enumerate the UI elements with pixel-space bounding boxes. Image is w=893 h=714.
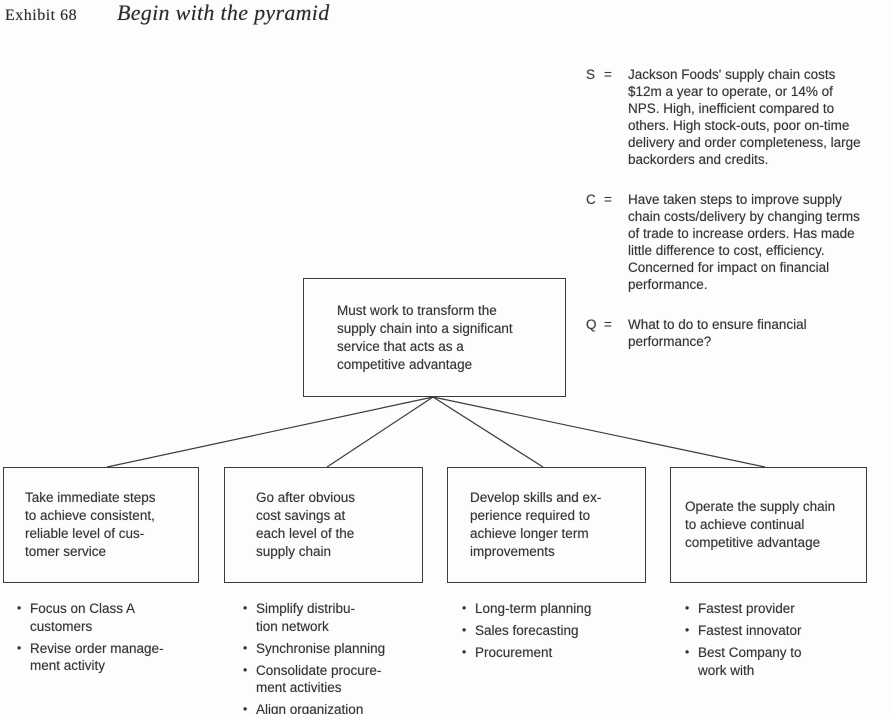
exhibit-label: Exhibit 68 [5,7,78,24]
note-text: What to do to ensure financial performan… [628,317,807,349]
note-text: Have taken steps to improve supply chain… [628,192,860,292]
note-text: Jackson Foods' supply chain costs $12m a… [628,67,861,167]
bullet-text: Fastest provider [698,601,795,616]
bullet-icon: • [685,645,690,659]
pyramid-bottom-box-4: Operate the supply chain to achieve cont… [670,467,867,583]
note-label: S [586,67,596,82]
bullet-item: • Revise order manage- ment activity [17,640,222,675]
box-text: Operate the supply chain to achieve cont… [685,499,836,550]
bullet-text: Best Company to work with [698,645,802,678]
bullet-item: • Focus on Class A customers [17,600,222,635]
bullet-icon: • [462,623,467,637]
bullet-item: • Align organization [243,701,443,714]
note-label: C [586,192,596,207]
bullet-column-1: • Focus on Class A customers • Revise or… [17,600,222,679]
equals-sign: = [604,192,612,207]
bullet-icon: • [462,645,467,659]
bullet-item: • Consolidate procure- ment activities [243,662,443,697]
bullet-icon: • [462,601,467,615]
bullet-text: Sales forecasting [475,623,579,638]
bullet-text: Revise order manage- ment activity [30,640,164,674]
bullet-icon: • [685,601,690,615]
bullet-item: • Procurement [462,644,662,662]
equals-sign: = [604,317,612,332]
bullet-icon: • [17,640,22,655]
bullet-item: • Fastest provider [685,600,885,618]
bullet-item: • Synchronise planning [243,640,443,658]
bullet-icon: • [685,623,690,637]
pyramid-top-box: Must work to transform the supply chain … [303,278,566,397]
bullet-text: Long-term planning [475,601,592,616]
bullet-icon: • [243,601,248,615]
bullet-column-4: • Fastest provider • Fastest innovator •… [685,600,885,684]
side-note-s: S = Jackson Foods' supply chain costs $1… [586,66,890,168]
bullet-icon: • [243,640,248,655]
bullet-text: Procurement [475,645,553,660]
pyramid-bottom-box-2: Go after obvious cost savings at each le… [224,467,423,583]
top-box-text: Must work to transform the supply chain … [337,302,513,372]
note-label: Q [586,317,597,332]
bullet-item: • Fastest innovator [685,622,885,640]
bullet-column-2: • Simplify distribu- tion network • Sync… [243,600,443,714]
bullet-text: Focus on Class A customers [30,601,136,634]
bullet-text: Fastest innovator [698,623,802,638]
side-note-q: Q = What to do to ensure financial perfo… [586,316,890,350]
bullet-icon: • [243,702,248,714]
pyramid-bottom-box-1: Take immediate steps to achieve consiste… [3,467,199,583]
bullet-text: Align organization [256,702,364,714]
pyramid-bottom-box-3: Develop skills and ex- perience required… [447,467,646,583]
bullet-icon: • [17,601,22,615]
bullet-column-3: • Long-term planning • Sales forecasting… [462,600,662,666]
bullet-text: Simplify distribu- tion network [256,601,356,634]
box-text: Develop skills and ex- perience required… [470,490,602,559]
page-title: Begin with the pyramid [117,0,330,25]
bullet-text: Consolidate procure- ment activities [256,662,382,696]
bullet-item: • Long-term planning [462,600,662,618]
bullet-item: • Sales forecasting [462,622,662,640]
equals-sign: = [604,67,612,82]
bullet-text: Synchronise planning [256,640,386,656]
box-text: Go after obvious cost savings at each le… [256,490,356,559]
side-note-c: C = Have taken steps to improve supply c… [586,191,890,293]
box-text: Take immediate steps to achieve consiste… [25,490,156,559]
bullet-item: • Simplify distribu- tion network [243,600,443,635]
side-notes: S = Jackson Foods' supply chain costs $1… [586,66,890,373]
bullet-icon: • [243,662,248,677]
bullet-item: • Best Company to work with [685,644,885,679]
